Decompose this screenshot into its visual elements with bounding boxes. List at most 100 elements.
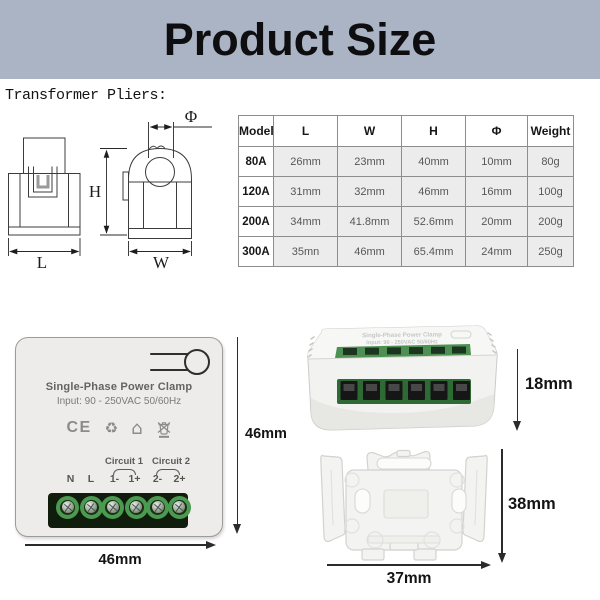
cell: 52.6mm [401,206,466,237]
arrowhead [206,541,216,549]
terminal-screw [130,501,142,513]
certification-icons: CE ♻ ⌂ [16,416,222,440]
cell: 31mm [273,176,338,207]
terminal-screw [106,501,119,513]
height-dim-line [236,337,238,526]
terminal-screw [61,501,74,513]
power-clamp-side-photo: Single-Phase Power Clamp Input: 90 - 250… [307,325,498,431]
spec-table: Model L W H Φ Weight 80A 26mm 23mm 40mm … [238,115,574,267]
cell: 35mn [273,236,338,267]
pliers-dimension-lines [8,122,212,256]
terminal-label-l: L [87,473,95,485]
cell: 100g [527,176,574,207]
reset-slot-line [150,368,188,372]
terminal-label-n: N [66,473,75,485]
faint-device-title: Single-Phase Power Clamp [362,331,442,339]
col-header-weight: Weight [527,115,574,147]
mounting-bracket-photo [320,449,488,561]
page-title: Product Size [163,13,437,65]
reset-slot-line [150,352,188,356]
faint-top-print: Single-Phase Power Clamp Input: 90 - 250… [362,331,442,346]
circuit1-brace [113,469,136,475]
width-dim-line [25,544,208,546]
screw-terminal [124,495,148,519]
circuit1-label: Circuit 1 [104,456,143,467]
table-row: 300A 35mn 46mm 65.4mm 24mm 250g [238,236,574,267]
col-header-h: H [401,115,466,147]
cell-model: 200A [238,206,274,237]
terminal-label-2p: 2+ [173,473,186,485]
bracket-height-dim-line [501,449,503,555]
table-row: 120A 31mm 32mm 46mm 16mm 100g [238,176,574,207]
vent-slots [307,332,497,358]
terminal-screw [85,501,97,513]
cell: 20mm [465,206,528,237]
col-header-w: W [337,115,402,147]
terminal-label-2m: 2- [152,473,163,485]
dim-label-W: W [153,253,170,272]
cell: 26mm [273,146,338,177]
pliers-side-view-drawing [122,145,192,239]
section-label: Transformer Pliers: [5,87,167,104]
device-thickness-dim: 18mm [525,375,573,393]
col-header-phi: Φ [465,115,528,147]
device-input-rating: Input: 90 - 250VAC 50/60Hz [56,396,182,407]
cell: 24mm [465,236,528,267]
col-header-l: L [273,115,338,147]
terminal-screw [151,501,164,513]
pliers-front-view-drawing [8,137,81,236]
dim-label-H: H [89,182,101,201]
faint-input-rating: Input: 90 - 250VAC 50/60Hz [366,339,438,346]
dim-label-L: L [37,253,47,272]
cell: 250g [527,236,574,267]
reset-slot-icon [184,349,210,375]
screw-terminal [101,495,125,519]
terminal-label-1m: 1- [109,473,120,485]
cell-model: 300A [238,236,274,267]
bracket-width-dim-line [327,564,483,566]
cell: 23mm [337,146,402,177]
ce-mark-icon: CE [66,419,92,436]
col-header-model: Model [238,115,274,147]
table-row: 200A 34mm 41.8mm 52.6mm 20mm 200g [238,206,574,237]
cell-model: 120A [238,176,274,207]
house-icon: ⌂ [131,417,143,439]
cell: 46mm [337,236,402,267]
arrowhead [481,561,491,569]
cell: 46mm [401,176,466,207]
front-terminal-openings [340,381,470,400]
pliers-dimension-drawing: L W H Φ [8,108,212,272]
terminal-screw [173,501,186,513]
device-width-dim: 46mm [98,551,142,568]
screw-terminal [167,495,191,519]
screw-terminal [146,495,170,519]
bracket-width-dim: 37mm [386,570,432,587]
cell: 40mm [401,146,466,177]
dim-label-phi: Φ [185,108,197,126]
screw-terminal [56,495,80,519]
table-header-row: Model L W H Φ Weight [238,115,574,147]
cell: 10mm [465,146,528,177]
arrowhead [513,421,521,431]
power-clamp-front-view: Single-Phase Power Clamp Input: 90 - 250… [10,337,228,537]
header-banner: Product Size [0,0,600,79]
cell: 41.8mm [337,206,402,237]
cell: 34mm [273,206,338,237]
table-row: 80A 26mm 23mm 40mm 10mm 80g [238,146,574,177]
bracket-height-dim: 38mm [508,495,556,513]
arrowhead [497,553,506,563]
terminal-label-1p: 1+ [128,473,141,485]
recycle-icon: ♻ [104,419,119,437]
cell: 65.4mm [401,236,466,267]
cell: 80g [527,146,574,177]
screw-terminal [79,495,103,519]
circuit2-label: Circuit 2 [151,456,190,467]
reset-slot-top [450,330,472,339]
cell-model: 80A [238,146,274,177]
device-title: Single-Phase Power Clamp [45,381,193,393]
weee-bin-icon [157,421,170,438]
cell: 16mm [465,176,528,207]
arrowhead [233,524,241,534]
circuit2-brace [156,469,180,475]
